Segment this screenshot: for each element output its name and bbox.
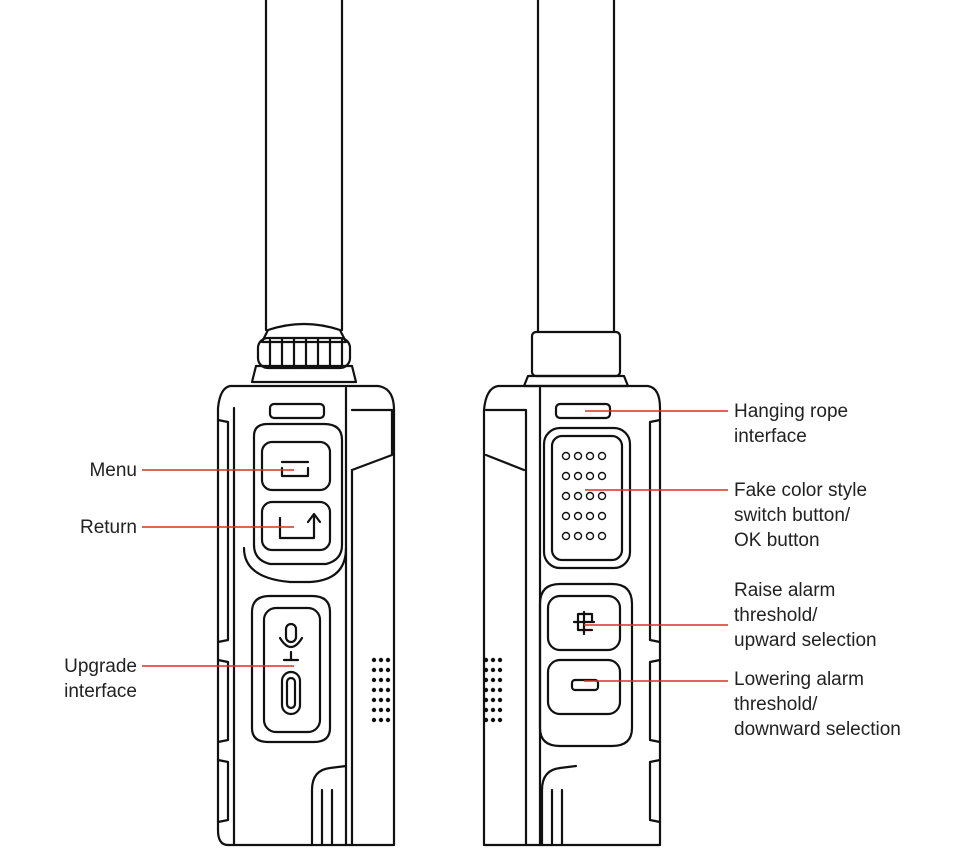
label-hanging-rope-interface: Hanging rope interface <box>734 401 849 447</box>
left-speaker-grille <box>371 657 391 723</box>
left-button-housing <box>252 422 344 566</box>
label-lowering-alarm: Lowering alarm threshold/ downward selec… <box>734 669 901 740</box>
label-menu: Menu <box>89 460 137 481</box>
left-antenna <box>264 0 344 332</box>
menu-button[interactable] <box>260 440 332 492</box>
ok-switch-button[interactable] <box>542 426 632 570</box>
plus-button[interactable] <box>546 594 622 652</box>
upgrade-interface-cover[interactable] <box>250 594 332 744</box>
left-body <box>216 384 396 847</box>
right-antenna-base <box>522 330 630 388</box>
right-device <box>482 0 662 847</box>
left-knob <box>250 322 358 384</box>
menu-icon <box>280 460 310 478</box>
ok-button-texture <box>561 451 607 541</box>
right-body <box>482 384 662 847</box>
right-speaker-grille <box>483 657 503 723</box>
left-device <box>216 0 396 847</box>
microphone-icon <box>278 622 304 662</box>
usb-port-icon <box>280 670 302 716</box>
label-raise-alarm: Raise alarm threshold/ upward selection <box>734 580 877 651</box>
label-return: Return <box>79 517 137 538</box>
return-button[interactable] <box>260 500 332 552</box>
plus-icon <box>572 610 596 636</box>
return-icon <box>278 512 322 540</box>
label-ok-button: Fake color style switch button/ OK butto… <box>734 480 868 551</box>
right-antenna <box>536 0 616 334</box>
label-upgrade-interface: Upgrade interface <box>64 656 137 702</box>
minus-icon <box>570 678 600 692</box>
minus-button[interactable] <box>546 658 622 716</box>
